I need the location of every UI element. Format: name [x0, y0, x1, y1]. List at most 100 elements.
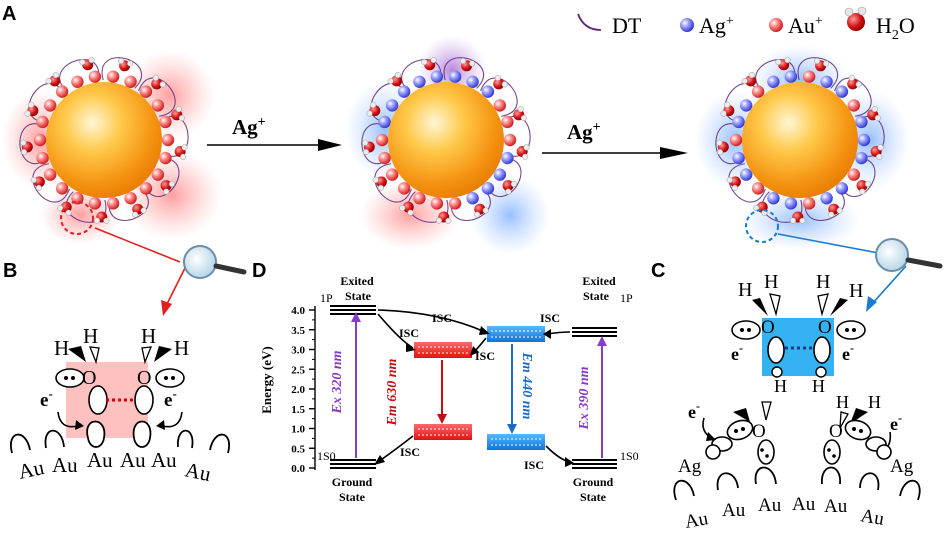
ag-ion: [732, 151, 745, 165]
y-tick-label: 2.5: [291, 364, 305, 376]
ex320-label: Ex 320 nm: [330, 350, 345, 414]
ag-ion: [732, 115, 745, 129]
dt-ligand-shell: [19, 57, 189, 223]
au-orbital: [132, 420, 152, 448]
o-atom-label: O: [752, 421, 766, 442]
ag-ion: [835, 85, 849, 98]
dt-ligand: [407, 191, 449, 223]
ag-ion: [481, 182, 495, 195]
au-ion: [847, 99, 861, 112]
em630-label: Em 630 nm: [385, 358, 400, 426]
au-ion: [448, 197, 462, 210]
au-ion: [729, 133, 743, 147]
water-molecule: [435, 211, 452, 224]
au-orbital: [209, 433, 230, 454]
au-orbital: [673, 479, 695, 501]
water-molecule: [513, 106, 527, 122]
magnifier-lens: [875, 238, 909, 272]
magnifier-b: [94, 227, 247, 316]
dt-ligand: [715, 123, 744, 165]
ag-ion: [413, 75, 426, 88]
ag-ion-icon: [680, 18, 694, 32]
au-atom-label: Au: [120, 448, 146, 472]
dt-ligand: [138, 77, 176, 117]
level-red-lower: [414, 424, 472, 440]
au-ion: [88, 197, 102, 210]
dt-ligand: [65, 191, 107, 223]
hash-bond: [88, 346, 100, 365]
au-atom-label: Au: [16, 455, 47, 484]
dt-ligand: [143, 157, 180, 198]
ag-ion: [448, 70, 462, 83]
lone-pair-orbital: [134, 385, 154, 415]
lone-pair-orbital: [88, 385, 108, 415]
panel-label-a: A: [2, 3, 16, 25]
panel-d-energy-diagram: Energy (eV) 4.03.53.02.52.01.51.00.50.0 …: [259, 274, 639, 504]
dt-ligand: [450, 187, 491, 222]
dt-ligand: [32, 163, 70, 203]
ion-shell: [20, 57, 188, 224]
water-molecule: [79, 57, 95, 71]
au-ion: [375, 133, 389, 147]
au-orbital: [44, 429, 65, 449]
panel-c-argentophilic-diagram: H H H H O O e- e- H H H H e- e- O: [673, 271, 921, 533]
electron-label: e-: [688, 399, 700, 422]
dt-ligand: [502, 115, 531, 157]
ex390-label: Ex 390 nm: [577, 366, 592, 430]
ag-ion: [430, 70, 444, 83]
ground-state-left-line2: State: [339, 490, 366, 504]
o-atom-label: O: [761, 317, 775, 338]
dt-ligand-shell: [361, 57, 531, 223]
au-ion: [151, 99, 165, 112]
electron-label: e-: [40, 386, 53, 411]
water-molecule: [30, 176, 45, 191]
dt-ligand: [797, 57, 839, 89]
au-orbital: [716, 472, 739, 491]
au-atom-label: Au: [183, 457, 214, 486]
magnify-target-circle: [60, 201, 94, 235]
h-atom-label: H: [141, 324, 156, 348]
y-tick-label: 3.5: [291, 325, 305, 337]
dt-ligand-icon: [577, 13, 602, 31]
water-molecule: [867, 106, 881, 122]
h-atom-label: H: [774, 376, 787, 396]
dt-ligand: [856, 115, 885, 157]
isc-label: ISC: [524, 458, 544, 472]
ag-ion: [784, 197, 798, 210]
au-ion: [847, 168, 861, 181]
au-atom-label: Au: [722, 500, 746, 521]
isc-labels: ISC ISC ISC ISC ISC ISC: [399, 311, 560, 472]
arrow-2-label: Ag+: [567, 120, 601, 144]
au-ion: [378, 151, 391, 165]
au-atom-label: Au: [151, 448, 177, 472]
ground-state-right-line1: Ground: [573, 475, 614, 489]
y-tick-label: 0.0: [291, 463, 305, 475]
dt-ligand: [19, 123, 48, 165]
ag-ion: [820, 75, 833, 88]
gold-core: [46, 82, 162, 198]
y-tick-label: 4.0: [291, 305, 305, 317]
exited-state-left-line2: State: [345, 289, 372, 303]
au-orbital: [10, 433, 31, 454]
ag-ion: [835, 182, 849, 195]
au-ion: [33, 133, 47, 147]
dt-ligand: [374, 163, 412, 203]
h-atom-label: H: [816, 271, 830, 293]
ag-ion: [855, 151, 868, 165]
water-molecule: [856, 180, 871, 195]
ag-ion: [481, 85, 495, 98]
water-molecule: [362, 139, 375, 156]
dt-ligand: [804, 187, 845, 222]
water-molecule: [24, 101, 39, 117]
au-atom-label: Au: [758, 495, 782, 516]
h-atom-label: H: [812, 376, 825, 396]
exited-state-right-line1: Exited: [582, 274, 616, 288]
o-atom-label: O: [137, 367, 151, 389]
water-molecule: [93, 211, 110, 224]
ground-state-left-line1: Ground: [332, 475, 373, 489]
level-blue-lower: [487, 434, 545, 450]
au-ion: [159, 115, 172, 129]
ag-ion: [739, 99, 753, 112]
water-molecule: [726, 176, 741, 191]
